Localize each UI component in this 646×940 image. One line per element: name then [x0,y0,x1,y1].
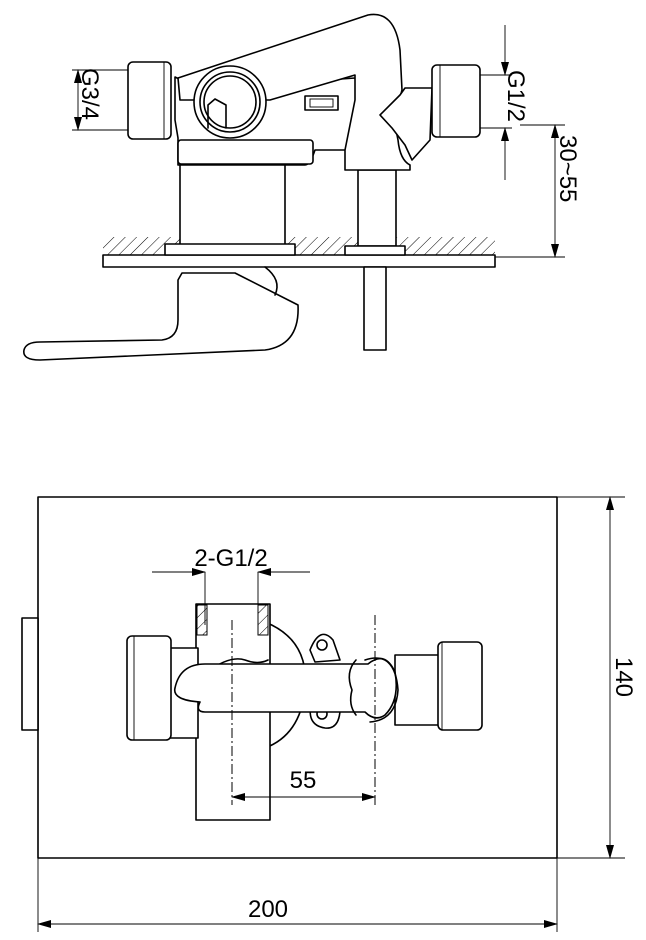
cartridge-spindle [207,98,227,129]
side-view: G3/4 G1/2 30~55 [23,13,581,361]
dim-wall-depth: 30~55 [554,135,581,202]
dim-55: 55 [290,767,317,794]
dim-140: 140 [610,657,637,697]
wall-plate [102,254,496,268]
body-collar [177,139,314,165]
diverter-pin [363,266,387,351]
diverter-flange [344,245,406,256]
slot [304,95,339,111]
left-inlet-nut [126,635,172,741]
valve-flange [164,243,296,256]
dim-g1-2: G1/2 [502,70,529,122]
handle-lever [23,272,299,361]
dim-2-g1-2: 2-G1/2 [194,545,267,572]
dim-200: 200 [248,896,288,923]
plate-tab [21,617,39,731]
diverter-stem [357,169,397,247]
wall-hatching [103,237,495,255]
cartridge-ring [193,65,267,139]
inlet-nut [127,61,172,140]
right-outlet-nut [437,641,483,731]
valve-cylinder [179,159,286,247]
front-view: 2-G1/2 55 140 200 [21,496,637,932]
outlet-nut [431,64,481,138]
outlet-fitting [379,87,433,161]
dim-g3-4: G3/4 [76,68,103,120]
handle-top [173,657,398,719]
